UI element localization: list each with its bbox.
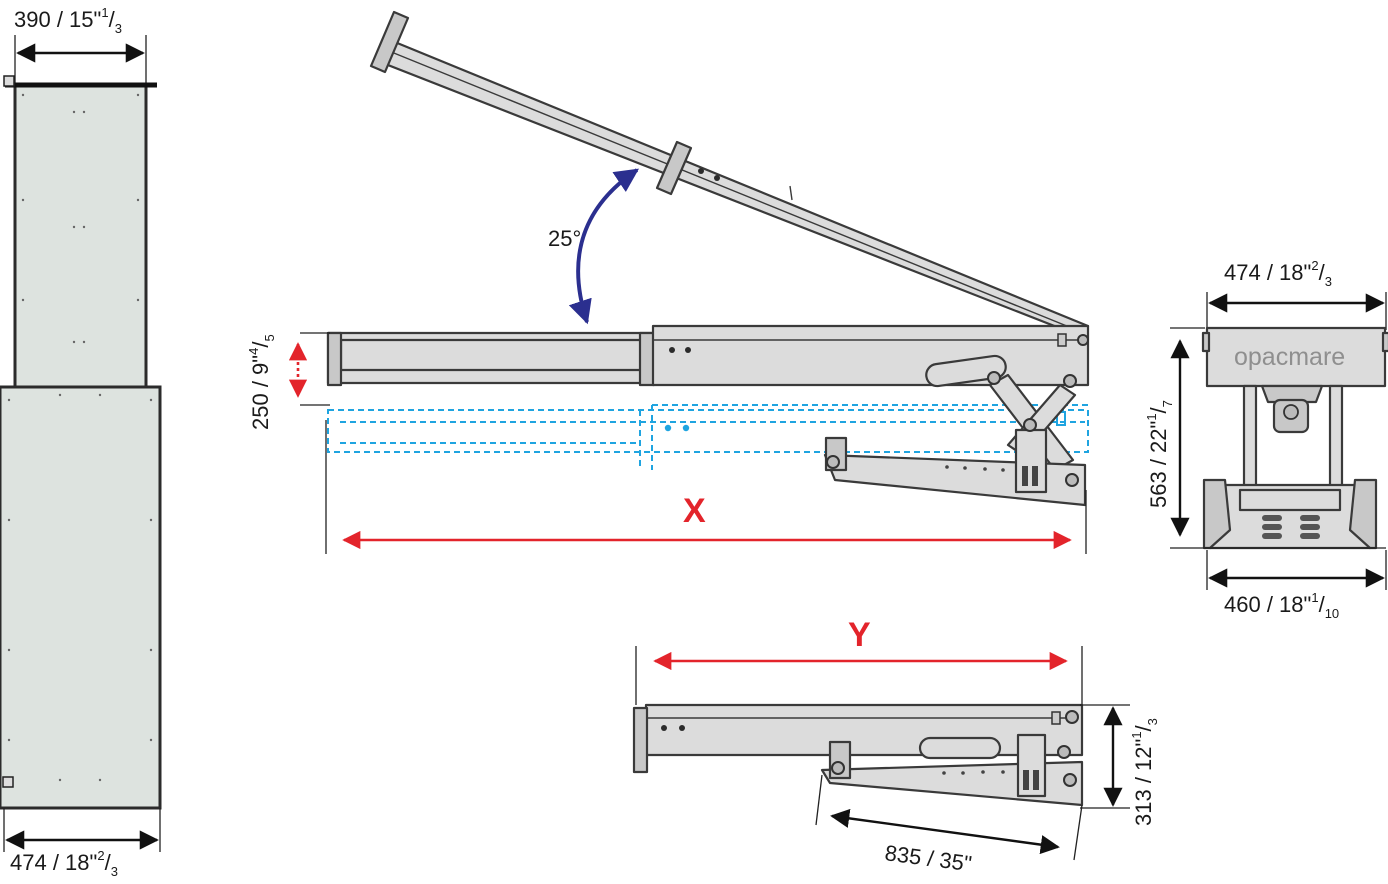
lift-mechanism xyxy=(823,333,1089,507)
angle-arrow xyxy=(568,168,639,325)
hinge-icon xyxy=(2,776,14,788)
hinge-icon xyxy=(3,75,15,87)
arm-length-dimension-line xyxy=(830,808,1060,855)
stowed-height-label: 313 / 12"1/3 xyxy=(1129,718,1160,826)
end-view: 474 / 18"2/3 opacmare 563 / 22"1/7 460 / xyxy=(1144,258,1388,621)
brand-logo: opacmare xyxy=(1234,343,1345,371)
upper-deck-panel xyxy=(13,83,148,389)
extension-x-label: X xyxy=(683,492,706,530)
end-housing xyxy=(1205,326,1387,388)
arm-length-label: 835 / 35" xyxy=(883,840,973,876)
stowed-gangway xyxy=(632,703,1084,807)
stowed-view: Y 313 / 12"1/3 xyxy=(632,616,1160,876)
end-top-width-label: 474 / 18"2/3 xyxy=(1224,258,1332,289)
bottom-width-label: 474 / 18"2/3 xyxy=(10,848,118,879)
angle-label: 25° xyxy=(548,226,581,251)
raised-ramp xyxy=(369,10,1090,340)
end-bottom-width-label: 460 / 18"1/10 xyxy=(1224,590,1339,621)
top-width-label: 390 / 15"1/3 xyxy=(14,5,122,36)
step-height-label: 250 / 9"4/5 xyxy=(246,334,277,430)
end-height-label: 563 / 22"1/7 xyxy=(1144,400,1175,508)
stowed-length-y-label: Y xyxy=(848,616,871,654)
top-view: 390 / 15"1/3 474 / 18"2/3 xyxy=(0,5,162,879)
side-view: 25° xyxy=(246,10,1090,554)
horizontal-gangway xyxy=(326,324,1090,387)
lower-deck-panel xyxy=(0,385,162,810)
